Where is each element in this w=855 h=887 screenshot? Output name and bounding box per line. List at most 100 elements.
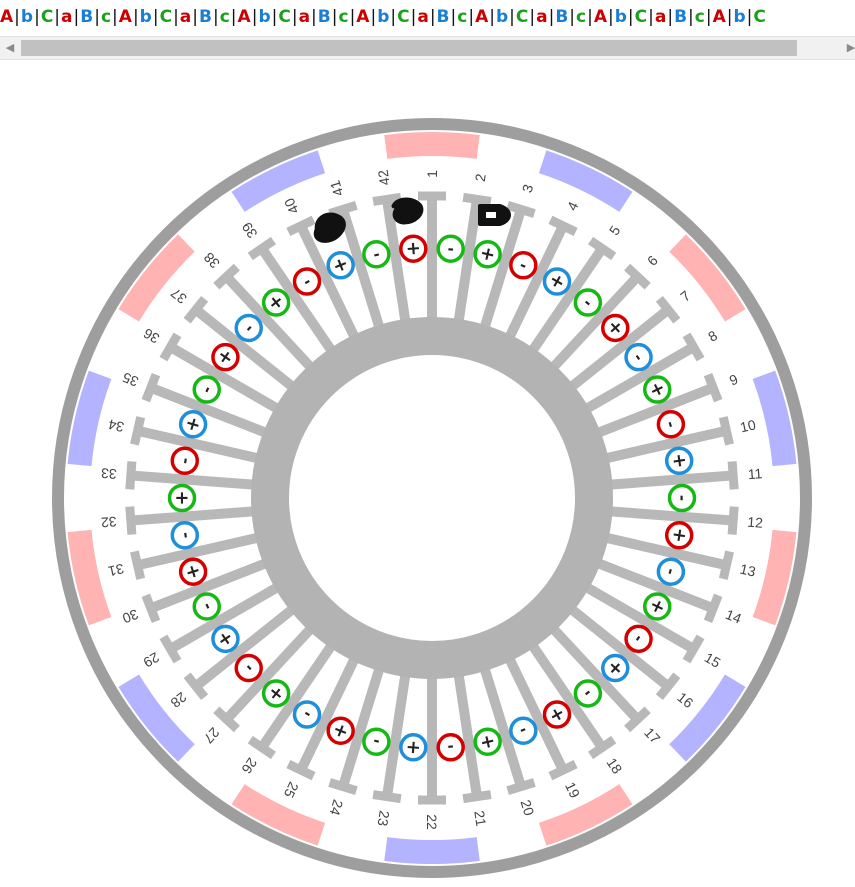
- slot-label: 35: [120, 369, 141, 390]
- slot-label: 8: [705, 327, 720, 345]
- conductor-sign: +: [668, 452, 691, 470]
- conductor-ring: [261, 288, 291, 317]
- magnet-segment: [752, 529, 797, 626]
- tooth-shoe: [213, 263, 240, 290]
- coil-conductor: +: [261, 679, 291, 708]
- conductor-sign: +: [330, 253, 352, 278]
- coil-conductors: -+-+-+-+-+-+-+-+-+-+-+-+-+-+-+-+-+-+-+-+…: [167, 234, 697, 762]
- coil-conductor: +: [178, 410, 208, 439]
- conductor-sign: +: [172, 490, 193, 505]
- slot-label: 10: [739, 416, 758, 435]
- sequence-separator: |: [648, 7, 654, 27]
- sequence-letter: a: [61, 7, 73, 27]
- sequence-separator: |: [94, 7, 100, 27]
- conductor-ring: [261, 679, 291, 708]
- conductor-ring: [656, 557, 686, 586]
- conductor-ring: [509, 251, 538, 280]
- slot-label: 24: [326, 798, 346, 818]
- sequence-separator: |: [450, 7, 457, 27]
- slot-label: 41: [326, 178, 346, 198]
- conductor-ring: [192, 592, 222, 621]
- sequence-separator: |: [746, 7, 753, 27]
- ink-scribble: [478, 204, 511, 226]
- sequence-letter: b: [614, 7, 627, 27]
- conductor-sign: -: [661, 419, 680, 430]
- magnet-segment: [67, 370, 112, 467]
- sequence-letter: c: [100, 7, 112, 27]
- sequence-letter: c: [576, 7, 587, 27]
- conductor-ring: [170, 446, 200, 475]
- sequence-separator: |: [509, 7, 515, 27]
- coil-conductor: -: [656, 557, 686, 586]
- sequence-separator: |: [688, 7, 694, 27]
- sequence-letter: a: [654, 7, 667, 27]
- conductor-ring: [473, 240, 502, 269]
- tooth-shoe: [125, 506, 137, 535]
- coil-conductor: -: [667, 483, 697, 513]
- slot-label: 34: [107, 416, 126, 435]
- conductor-sign: +: [405, 736, 422, 758]
- sequence-letter: b: [139, 7, 152, 27]
- tooth-shoe: [286, 759, 316, 781]
- conductor-sign: -: [447, 738, 455, 756]
- tooth-shoe: [588, 735, 617, 760]
- conductor-ring: [656, 410, 686, 439]
- scroll-left-icon[interactable]: ◀: [5, 41, 15, 54]
- coil-conductor: +: [664, 446, 694, 475]
- sequence-letter: b: [20, 7, 34, 27]
- sequence-separator: |: [14, 7, 20, 27]
- sequence-separator: |: [429, 7, 436, 27]
- tooth-shoe: [183, 672, 209, 701]
- coil-conductor: +: [642, 592, 672, 621]
- sequence-letter: c: [694, 7, 705, 27]
- slot-label: 19: [562, 779, 583, 800]
- tooth-shoe: [130, 550, 146, 580]
- sequence-letter: a: [179, 7, 192, 27]
- tooth-shoe: [141, 372, 161, 403]
- sequence-letter: B: [199, 7, 212, 27]
- sequence-separator: |: [529, 7, 536, 27]
- conductor-sign: -: [371, 732, 381, 751]
- scroll-right-icon[interactable]: ▶: [846, 41, 855, 54]
- conductor-ring: [399, 234, 428, 263]
- sequence-letter: C: [634, 7, 648, 27]
- coil-conductor: -: [573, 679, 603, 708]
- phase-sequence-bar: A|b|C|a|B|c|A|b|C|a|B|c|A|b|C|a|B|c|A|b|…: [0, 6, 855, 28]
- slot-label: 5: [606, 222, 624, 238]
- conductor-ring: [509, 716, 538, 745]
- sequence-letter: B: [80, 7, 94, 27]
- coil-conductor: -: [573, 288, 603, 317]
- magnet-segment: [231, 784, 326, 846]
- scrollbar-thumb[interactable]: [21, 40, 797, 56]
- slot-label: 30: [120, 606, 141, 627]
- slot-label: 4: [564, 199, 582, 213]
- coil-conductor: +: [326, 716, 355, 745]
- sequence-letter: A: [593, 7, 607, 27]
- slot-label: 29: [140, 649, 162, 671]
- sequence-separator: |: [410, 7, 417, 27]
- sequence-separator: |: [587, 7, 593, 27]
- tooth-shoe: [727, 506, 739, 535]
- stator-yoke: [251, 317, 613, 679]
- coil-conductor: +: [211, 624, 240, 654]
- tooth-shoe: [682, 332, 705, 362]
- horizontal-scrollbar[interactable]: ◀ ▶: [0, 36, 855, 60]
- tooth-shoe: [506, 778, 536, 796]
- tooth-shoe: [548, 215, 578, 237]
- sequence-letter: b: [258, 7, 271, 27]
- slot-label: 32: [100, 514, 117, 531]
- sequence-separator: |: [192, 7, 199, 27]
- sequence-letter: c: [457, 7, 468, 27]
- tooth-shoe: [655, 672, 681, 701]
- slot-label: 13: [739, 561, 758, 580]
- conductor-sign: -: [673, 495, 691, 501]
- slot-label: 16: [674, 689, 696, 711]
- coil-conductor: -: [170, 521, 200, 550]
- sequence-letter: B: [555, 7, 569, 27]
- slot-label: 17: [641, 724, 663, 746]
- sequence-letter: A: [356, 7, 370, 27]
- conductor-ring: [642, 592, 672, 621]
- slot-label: 40: [281, 195, 302, 216]
- tooth-shoe: [213, 706, 240, 733]
- tooth-shoe: [130, 416, 146, 446]
